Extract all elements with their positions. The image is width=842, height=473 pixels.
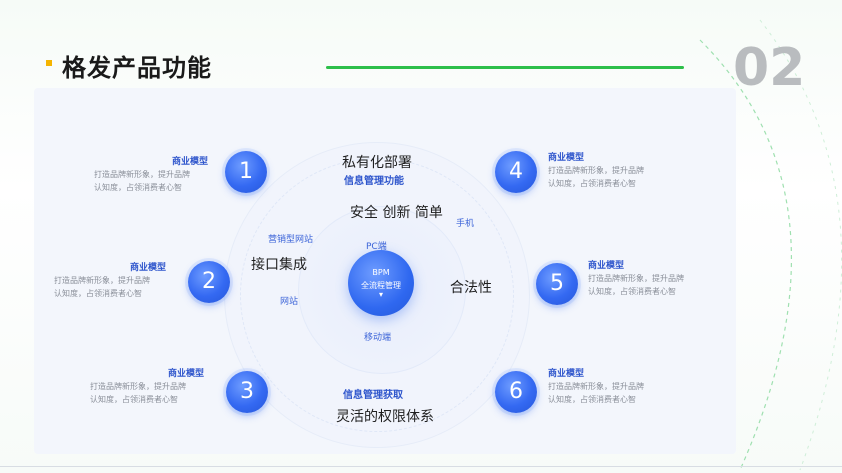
card-6-title: 商业模型 [548, 369, 585, 379]
card-5-desc: 打造品牌新形象，提升品牌 认知度，占领消费者心智 [588, 274, 684, 296]
inner-ring [298, 206, 466, 374]
bottom-sub: 信息管理获取 [343, 390, 403, 401]
right-label: 合法性 [450, 280, 492, 296]
tag-right-top: 手机 [456, 219, 475, 229]
number-badge-5: 5 [536, 263, 578, 305]
card-6-desc: 打造品牌新形象，提升品牌 认知度，占领消费者心智 [548, 382, 644, 404]
card-5-title: 商业模型 [588, 261, 625, 271]
tag-left-mid: 网站 [280, 297, 299, 307]
title-underline [326, 66, 684, 69]
card-4-title: 商业模型 [548, 153, 585, 163]
card-4-desc: 打造品牌新形象，提升品牌 认知度，占领消费者心智 [548, 166, 644, 188]
card-1-desc: 打造品牌新形象，提升品牌 认知度，占领消费者心智 [94, 170, 190, 192]
middle-ring [240, 158, 514, 432]
card-2-title: 商业模型 [130, 263, 167, 273]
card-3-desc: 打造品牌新形象，提升品牌 认知度，占领消费者心智 [90, 382, 186, 404]
page-number: 02 [733, 38, 806, 98]
core-circle: BPM 全流程管理 ▾ [348, 250, 414, 316]
core-label-1: BPM [372, 268, 390, 277]
core-label-2: 全流程管理 [361, 281, 401, 290]
outer-top-sub: 信息管理功能 [344, 176, 404, 187]
tag-left-top: 营销型网站 [268, 235, 314, 245]
card-3-title: 商业模型 [168, 369, 205, 379]
chevron-down-icon: ▾ [378, 290, 383, 299]
left-label: 接口集成 [251, 257, 307, 273]
inner-top-label: 安全 创新 简单 [350, 205, 443, 221]
number-badge-1: 1 [225, 151, 267, 193]
card-2-desc: 打造品牌新形象，提升品牌 认知度，占领消费者心智 [54, 276, 150, 298]
page-title: 格发产品功能 [62, 54, 212, 82]
title-bullet [46, 60, 52, 66]
number-badge-6: 6 [495, 371, 537, 413]
footer-divider [0, 466, 842, 467]
number-badge-3: 3 [226, 371, 268, 413]
number-badge-2: 2 [188, 261, 230, 303]
bottom-label: 灵活的权限体系 [336, 409, 434, 425]
tag-pc: PC端 [366, 242, 387, 252]
outer-top-label: 私有化部署 [342, 155, 412, 171]
number-badge-4: 4 [495, 151, 537, 193]
tag-mobile: 移动端 [364, 333, 392, 343]
card-1-title: 商业模型 [172, 157, 209, 167]
